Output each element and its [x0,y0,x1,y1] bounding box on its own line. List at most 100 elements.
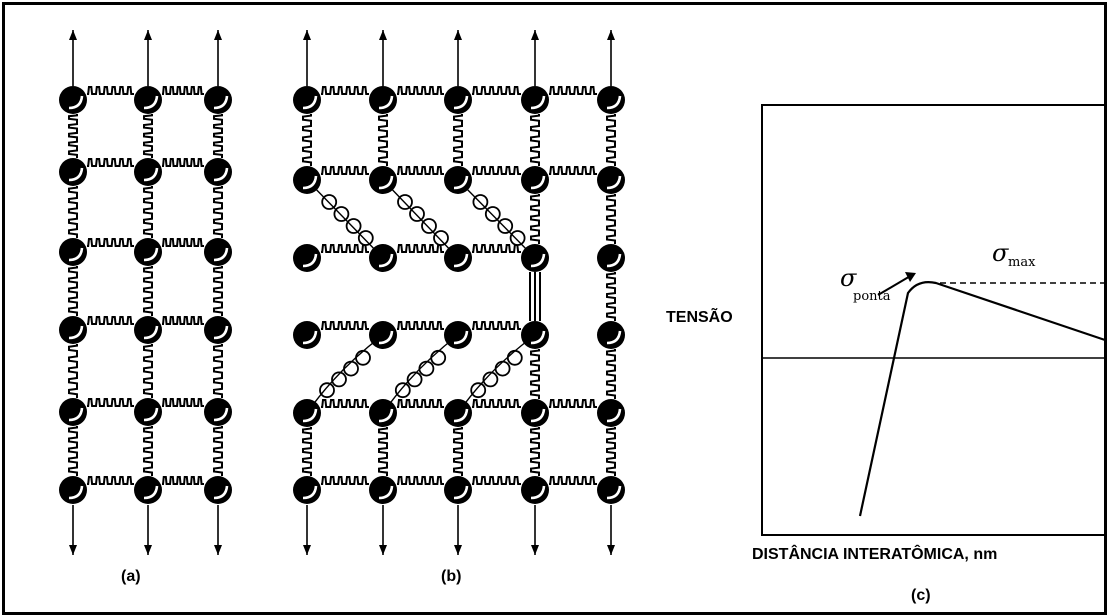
atom-core [369,476,397,504]
spring-bond [397,400,444,407]
atom [597,244,625,272]
atom [444,321,472,349]
atom [293,86,321,114]
atom-core [597,399,625,427]
atom-core [59,476,87,504]
stretched-bond-ring [431,351,445,365]
atom-core [134,238,162,266]
atom [204,476,232,504]
spring-bond [379,427,387,476]
atom-core [521,86,549,114]
atom-core [59,86,87,114]
panel-a-lattice [59,30,232,555]
spring-bond [397,245,444,252]
spring-bond [87,159,134,166]
sigma-ponta-subscript: ponta [853,289,891,304]
stretched-bond-ring [359,231,373,245]
spring-bond [472,167,521,174]
atom-core [134,316,162,344]
stretched-bond-ring [511,231,525,245]
atom [204,398,232,426]
atom-core [444,399,472,427]
atom [444,244,472,272]
force-arrowhead-down [69,545,77,555]
atom-core [59,316,87,344]
atom [59,158,87,186]
force-arrowhead-up [214,30,222,40]
atom-core [521,399,549,427]
atom-core [521,166,549,194]
stretched-bond-ring [419,362,433,376]
spring-bond [549,400,597,407]
stretched-bond-ring [422,219,436,233]
x-axis-label: DISTÂNCIA INTERATÔMICA, nm [752,544,997,563]
panel-b-lattice-fractured [293,30,625,555]
diagonal-bond-line [383,180,458,258]
atom-core [444,244,472,272]
stretched-bond-ring [396,383,410,397]
spring-bond [69,426,77,476]
atom [134,398,162,426]
plot-box [762,105,1105,535]
atom-core [59,398,87,426]
spring-bond [472,400,521,407]
spring-bond [472,87,521,94]
atom [597,476,625,504]
atom-core [444,476,472,504]
atom-core [204,238,232,266]
atom [369,86,397,114]
atom [59,86,87,114]
spring-bond [472,245,521,252]
atom [597,321,625,349]
atom [369,166,397,194]
spring-bond [321,245,369,252]
spring-bond [144,114,152,158]
atom [369,476,397,504]
stretched-bond-ring [434,231,448,245]
sigma-max-subscript: max [1008,255,1036,270]
diagonal-bond-line [307,180,383,258]
spring-bond [69,344,77,398]
atom-core [597,476,625,504]
force-arrowhead-up [379,30,387,40]
atom [444,476,472,504]
caption-a: (a) [121,568,141,585]
spring-bond [87,317,134,324]
force-arrowhead-down [379,545,387,555]
atom [134,158,162,186]
atom [59,238,87,266]
spring-bond [607,427,615,476]
force-arrowhead-down [144,545,152,555]
spring-bond [454,427,462,476]
spring-bond [144,344,152,398]
spring-bond [607,349,615,399]
spring-bond [321,322,369,329]
spring-bond [87,399,134,406]
atom-core [444,86,472,114]
atom [134,316,162,344]
spring-bond [303,427,311,476]
atom [293,321,321,349]
sigma-max-symbol: σ [992,239,1009,267]
atom [134,476,162,504]
caption-c: (c) [911,587,931,604]
spring-bond [87,239,134,246]
atom [521,476,549,504]
atom [521,86,549,114]
spring-bond [162,87,204,94]
atom [444,166,472,194]
spring-bond [549,87,597,94]
spring-bond [214,266,222,316]
atom-core [369,244,397,272]
stretched-bond-ring [471,383,485,397]
atom-core [369,86,397,114]
stretched-bond-ring [344,362,358,376]
atom [521,399,549,427]
spring-bond [162,477,204,484]
force-arrowhead-down [214,545,222,555]
stretched-bond-ring [496,362,510,376]
spring-bond [379,114,387,166]
spring-bond [531,114,539,166]
atom-core [293,321,321,349]
spring-bond [214,114,222,158]
